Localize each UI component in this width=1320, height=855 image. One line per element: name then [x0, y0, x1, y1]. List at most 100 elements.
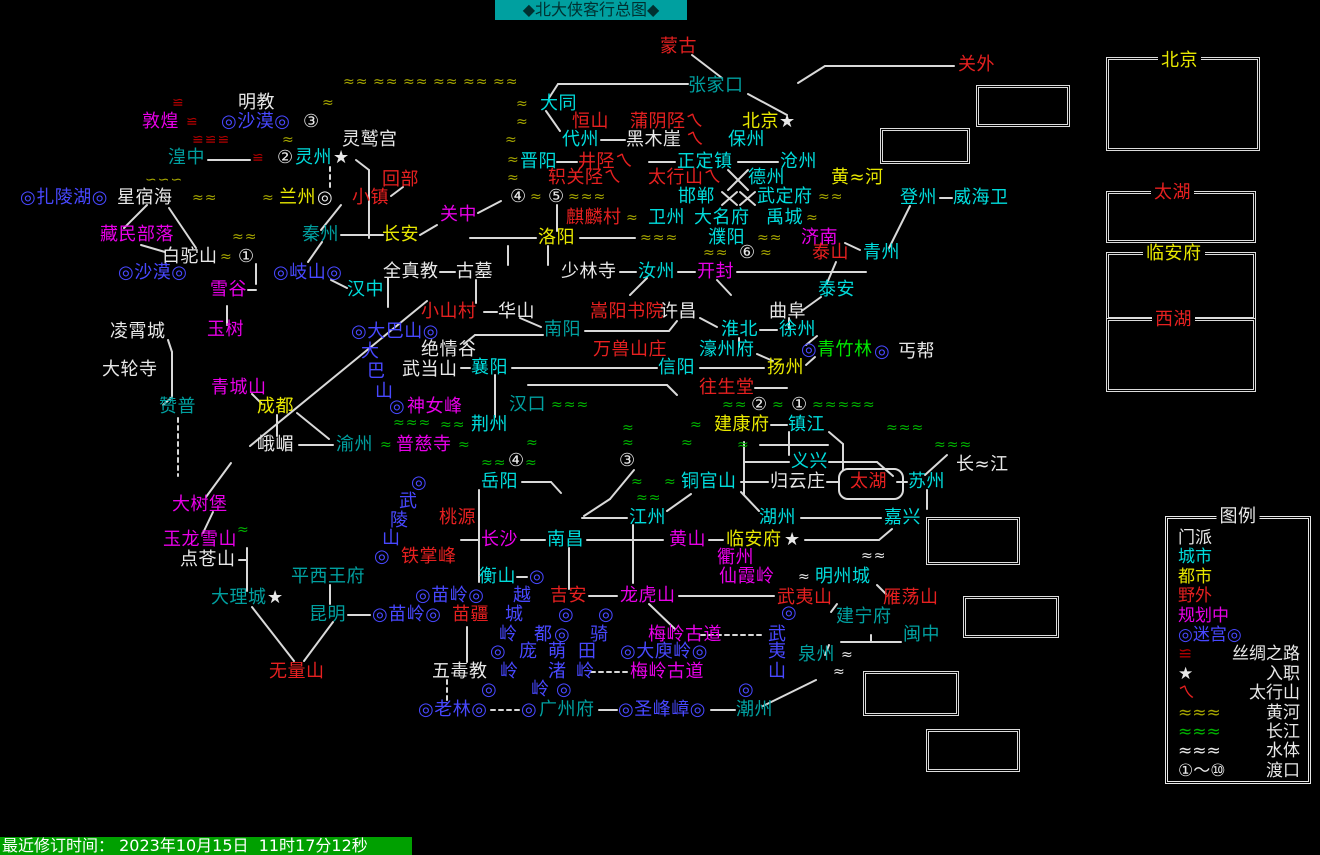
map-label: ◎ [374, 546, 391, 567]
map-label: ≈ [622, 420, 635, 436]
map-label: ≈ [282, 132, 295, 148]
map-road [548, 83, 559, 99]
map-road [296, 412, 330, 440]
map-road [629, 277, 648, 296]
legend-label: 丝绸之路 [1232, 644, 1300, 665]
map-road [251, 393, 262, 404]
map-road [739, 191, 756, 206]
legend-row: ≌ 丝绸之路 [1178, 644, 1300, 665]
map-label: 明教 [238, 92, 275, 113]
map-road [828, 431, 844, 445]
legend-marker: ≈≈≈ [1178, 722, 1221, 743]
legend-marker: ≈≈≈ [1178, 741, 1221, 762]
map-label: ◎ [558, 604, 575, 625]
map-road [202, 511, 214, 534]
taihu-lake-box [838, 468, 904, 500]
legend-row: ◎迷宫◎ [1178, 625, 1300, 645]
map-label: ◎ [490, 641, 507, 662]
map-label: 梅岭古道 [630, 661, 704, 682]
map-label: 信阳 [658, 357, 695, 378]
map-label: ≈ [760, 245, 773, 261]
map-label: 兰州 [279, 187, 316, 208]
map-road [307, 241, 323, 263]
map-label: 巴 [367, 361, 386, 382]
map-label: ◎沙漠◎ [221, 111, 291, 132]
map-road [545, 110, 561, 132]
map-label: 秦州 [302, 224, 339, 245]
map-label: 潮州 [736, 699, 773, 720]
map-label: ≈≈ [757, 230, 783, 246]
map-label: ≈≈ [232, 229, 258, 245]
map-label: ≈ [772, 397, 785, 413]
map-label: 渚 [548, 661, 567, 682]
map-label: 武当山 [402, 359, 458, 380]
map-label: 武定府 [757, 186, 813, 207]
map-label: 武 [399, 491, 418, 512]
map-road [477, 200, 502, 214]
map-label: 雪谷 [210, 279, 247, 300]
map-road [168, 207, 197, 249]
map-label: 濮阳 [708, 227, 745, 248]
map-label: 湖州 [759, 507, 796, 528]
map-road [844, 242, 861, 251]
map-label: 青竹林 [817, 339, 873, 360]
map-label: 渝州 [336, 434, 373, 455]
map-road [924, 454, 948, 476]
map-label: 太湖 [850, 471, 887, 492]
map-label: 山 [375, 381, 394, 402]
map-label: 许昌 [660, 301, 697, 322]
legend-row: ≈≈≈水体 [1178, 741, 1300, 762]
map-label: ≈ [505, 132, 518, 148]
map-label: 轵关陉ㄟ [548, 167, 622, 188]
map-label: 五毒教 [432, 661, 488, 682]
map-road [140, 244, 166, 253]
map-label: 黑木崖 [626, 129, 682, 150]
map-road [609, 469, 635, 500]
map-label: ⑤ [548, 186, 565, 207]
map-label: ≈≈ [636, 490, 662, 506]
map-label: ① [238, 246, 255, 267]
map-label: ≈≈ [343, 74, 369, 90]
map-label: 岳阳 [481, 471, 518, 492]
map-label: ≈ [806, 210, 819, 226]
map-label: ◎ [317, 187, 334, 208]
map-label: 正定镇 [677, 151, 733, 172]
map-label: ≈ [737, 437, 750, 453]
map-title: ◆北大侠客行总图◆ [495, 0, 687, 20]
map-label: 岭 [499, 624, 518, 645]
map-label: 青州 [863, 242, 900, 263]
map-label: ★ [779, 111, 796, 132]
map-label: ≈≈ [433, 74, 459, 90]
map-road [666, 384, 678, 396]
map-label: 保州 [728, 129, 765, 150]
map-label: 临安府 [726, 529, 782, 550]
map-label: 田 [578, 641, 597, 662]
map-label: 敦煌 [142, 111, 179, 132]
map-label: 南昌 [547, 529, 584, 550]
map-label: ≈ [664, 474, 677, 490]
legend-row: ㄟ太行山 [1178, 683, 1300, 703]
map-label: 昆明 [309, 604, 346, 625]
map-label: ④ [508, 450, 525, 471]
map-label: 华山 [498, 301, 535, 322]
map-label: 蒙古 [660, 36, 697, 57]
map-label: 丐帮 [898, 341, 935, 362]
map-label: 卫州 [648, 207, 685, 228]
map-label: ★ [784, 529, 801, 550]
map-label: 太行山ㄟ [648, 167, 722, 188]
map-road [740, 491, 760, 512]
map-label: ≈≈ [818, 189, 844, 205]
map-label: ≈ [262, 190, 275, 206]
map-label: 关中 [440, 204, 477, 225]
legend-marker: ①～⑩ [1178, 760, 1226, 781]
map-label: 骑 [590, 624, 609, 645]
beijing-box [1106, 57, 1260, 151]
map-label: 陵 [390, 510, 409, 531]
map-label: 泉州 [798, 644, 835, 665]
map-label: ★ [267, 587, 284, 608]
map-label: 峨嵋 [257, 434, 294, 455]
legend-marker: ★ [1178, 663, 1194, 684]
legend-marker: ≌ [1178, 644, 1193, 665]
map-label: 大 [361, 341, 380, 362]
